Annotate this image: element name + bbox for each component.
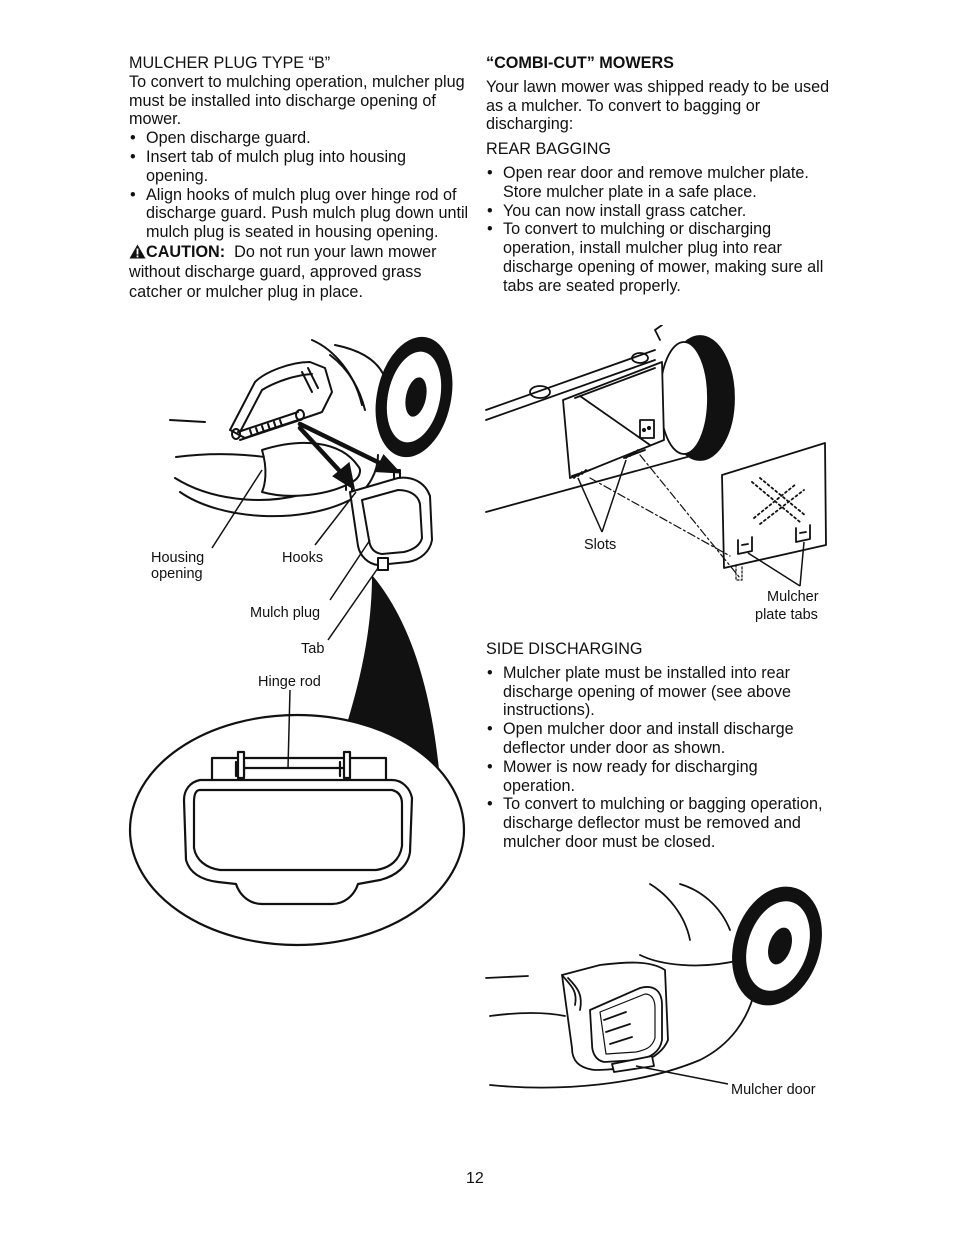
label-hooks: Hooks — [282, 550, 323, 566]
rear-bagging-steps: Open rear door and remove mulcher plate.… — [486, 164, 831, 296]
mulcher-plug-b-title: MULCHER PLUG TYPE “B” — [129, 54, 331, 72]
side-discharging-section: SIDE DISCHARGING Mulcher plate must be i… — [486, 640, 831, 852]
label-mulcher-door: Mulcher door — [731, 1082, 816, 1098]
label-hinge-rod: Hinge rod — [258, 674, 321, 690]
label-slots: Slots — [584, 537, 616, 553]
warning-triangle-icon — [129, 244, 146, 259]
label-housing-opening-line2: opening — [151, 566, 203, 582]
rear-bagging-title: REAR BAGGING — [486, 140, 612, 159]
side-discharge-illustration: Mulcher door — [485, 883, 822, 1098]
list-item: You can now install grass catcher. — [486, 202, 831, 221]
combi-cut-intro: Your lawn mower was shipped ready to be … — [486, 77, 830, 134]
caution-note: CAUTION: Do not run your lawn mower with… — [129, 242, 471, 302]
list-item: To convert to mulching or bagging operat… — [486, 795, 831, 851]
rear-mulcher-plate-illustration: Slots Mulcher plate tabs — [485, 325, 827, 623]
mulch-plug-illustration: Housing opening Hooks Mulch plug Tab Hin… — [128, 336, 466, 947]
label-mulch-plug: Mulch plug — [250, 605, 320, 621]
mulcher-plug-b-intro: To convert to mulching operation, mulche… — [129, 72, 465, 129]
list-item: Open mulcher door and install discharge … — [486, 720, 831, 758]
list-item: Align hooks of mulch plug over hinge rod… — [129, 186, 471, 242]
list-item: Insert tab of mulch plug into housing op… — [129, 148, 471, 186]
list-item: Mower is now ready for discharging opera… — [486, 758, 831, 796]
combi-cut-title: “COMBI-CUT” MOWERS — [486, 54, 674, 72]
list-item: To convert to mulching or discharging op… — [486, 220, 831, 295]
list-item: Open rear door and remove mulcher plate.… — [486, 164, 831, 202]
caution-label: CAUTION: — [146, 242, 226, 261]
list-item: Open discharge guard. — [129, 129, 471, 148]
list-item: Mulcher plate must be installed into rea… — [486, 664, 831, 720]
combi-cut-section: “COMBI-CUT” MOWERS Your lawn mower was s… — [486, 54, 831, 296]
label-mulcher-plate-tabs-line2: plate tabs — [755, 607, 818, 623]
side-discharging-steps: Mulcher plate must be installed into rea… — [486, 664, 831, 852]
label-housing-opening-line1: Housing — [151, 550, 204, 566]
mulcher-plug-b-section: MULCHER PLUG TYPE “B” To convert to mulc… — [129, 54, 471, 302]
page-number: 12 — [466, 1170, 484, 1187]
side-discharging-title: SIDE DISCHARGING — [486, 640, 643, 658]
label-mulcher-plate-tabs-line1: Mulcher — [767, 589, 819, 605]
caution-text: Do not run your lawn mower without disch… — [129, 242, 437, 301]
label-tab: Tab — [301, 641, 324, 657]
mulcher-plug-b-steps: Open discharge guard. Insert tab of mulc… — [129, 129, 471, 242]
